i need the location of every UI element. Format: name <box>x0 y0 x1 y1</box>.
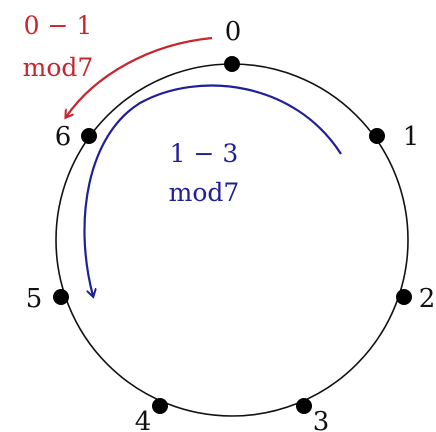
node-dot-3 <box>296 398 312 414</box>
red-arrow-label-line2: mod7 <box>23 53 94 82</box>
node-label-6: 6 <box>55 122 72 152</box>
node-dot-2 <box>396 289 412 305</box>
node-dot-1 <box>369 128 385 144</box>
node-dot-5 <box>53 289 69 305</box>
node-dot-6 <box>81 128 97 144</box>
node-label-3: 3 <box>313 407 330 432</box>
node-label-0: 0 <box>225 17 242 47</box>
blue-arrow-label-line1: 1 − 3 <box>170 139 239 168</box>
node-label-1: 1 <box>403 122 420 152</box>
blue-arrow-label-line2: mod7 <box>169 178 240 207</box>
node-label-4: 4 <box>135 407 152 432</box>
node-label-2: 2 <box>419 284 436 314</box>
red-arrow-label-line1: 0 − 1 <box>24 11 93 40</box>
node-label-5: 5 <box>26 284 43 314</box>
node-dot-4 <box>152 398 168 414</box>
node-dot-0 <box>224 56 240 72</box>
main-circle <box>55 63 409 417</box>
red-arrow <box>66 36 213 117</box>
blue-arrow <box>83 84 342 296</box>
